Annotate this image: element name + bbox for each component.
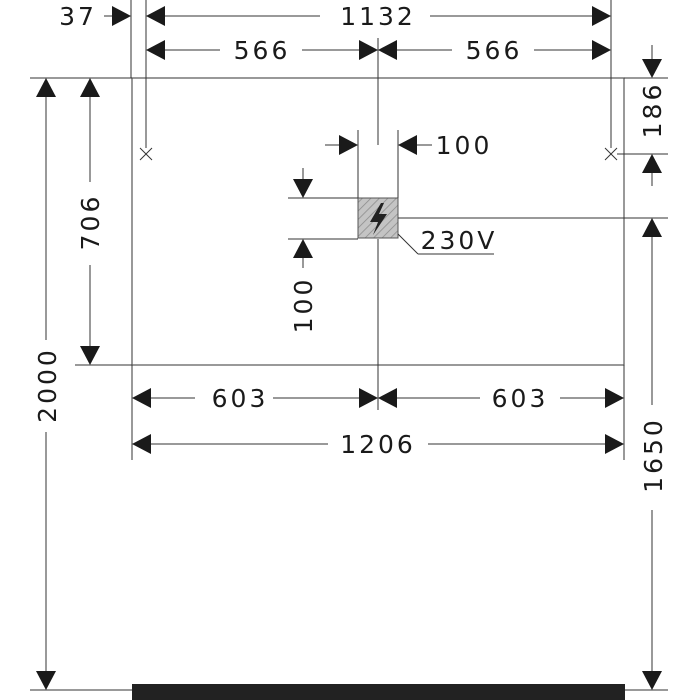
- arrowheads: [36, 6, 662, 690]
- dim-socket-width: 100: [436, 131, 493, 160]
- dim-socket-height: 100: [289, 277, 318, 334]
- dimension-lines: [45, 15, 653, 676]
- dim-wall-offset: 37: [59, 2, 97, 31]
- floor-bar: [132, 684, 625, 700]
- dim-mirror-height: 706: [76, 194, 105, 251]
- dim-width-half-right: 603: [492, 384, 549, 413]
- dim-mount-half-left: 566: [234, 36, 291, 65]
- dim-top-offset: 186: [638, 82, 667, 139]
- dim-mount-half-right: 566: [466, 36, 523, 65]
- x-cross-icon: [139, 147, 153, 161]
- dim-width-half-left: 603: [212, 384, 269, 413]
- dim-floor-to-socket: 1650: [639, 417, 668, 493]
- extension-lines: [30, 0, 668, 691]
- lightning-bolt-icon: [370, 203, 387, 235]
- dim-voltage: 230V: [421, 226, 498, 255]
- dim-total-height: 2000: [33, 347, 62, 423]
- dim-mount-spacing: 1132: [340, 2, 416, 31]
- x-cross-icon: [604, 147, 618, 161]
- dim-total-width: 1206: [340, 430, 416, 459]
